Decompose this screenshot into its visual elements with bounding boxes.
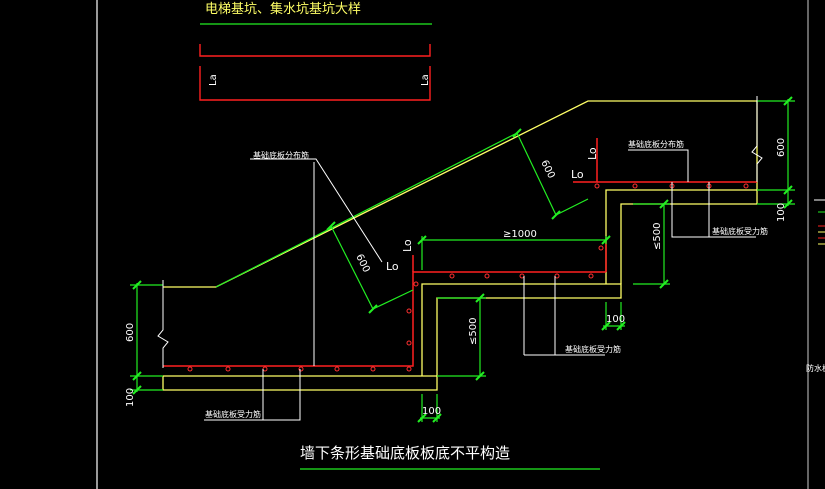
- dim-right-100: 100: [776, 203, 787, 222]
- pit-detail: 电梯基坑、集水坑基坑大样 La La: [199, 1, 432, 101]
- dim-right-600: 600: [776, 138, 787, 157]
- note-dist-bar-upper: 基础底板分布筋: [628, 139, 684, 149]
- drawing-frame: [96, 0, 809, 489]
- dimension-texts: 600 100 ≤500 600 100 ≤500 100 100 ≥1000 …: [125, 138, 787, 417]
- dim-diag-600-lower: 600: [353, 252, 371, 274]
- dim-mid-le500: ≤500: [468, 318, 479, 345]
- annotation-texts: 基础底板分布筋 基础底板分布筋 基础底板受力筋 基础底板受力筋 基础底板受力筋 …: [205, 139, 825, 419]
- dim-step-le500-right: ≤500: [652, 223, 663, 250]
- note-main-bar-mid: 基础底板受力筋: [565, 344, 621, 354]
- dim-bottom-100: 100: [422, 406, 441, 417]
- dimension-ticks: [132, 96, 793, 423]
- la-left-label: La: [208, 74, 219, 86]
- dim-ge1000: ≥1000: [503, 229, 537, 240]
- note-main-bar-bottom: 基础底板受力筋: [205, 409, 261, 419]
- pit-rebar-bottom: [199, 66, 431, 101]
- note-edge-fragment: 防水板: [806, 363, 825, 373]
- dim-upper-100: 100: [606, 314, 625, 325]
- dim-left-100: 100: [125, 388, 136, 407]
- dimension-lines: [130, 99, 795, 470]
- pit-rebar-top: [199, 44, 431, 57]
- rebar-lines: [163, 138, 757, 367]
- dim-left-600: 600: [125, 323, 136, 342]
- top-title: 电梯基坑、集水坑基坑大样: [205, 1, 361, 17]
- main-title: 墙下条形基础底板板底不平构造: [300, 444, 510, 462]
- lo-lower-vertical: Lo: [401, 239, 414, 252]
- lo-upper-horizontal: Lo: [571, 168, 584, 181]
- lo-upper-vertical: Lo: [586, 147, 599, 160]
- lo-labels: Lo Lo Lo Lo: [386, 147, 599, 273]
- note-dist-bar-left: 基础底板分布筋: [253, 150, 309, 160]
- dim-diag-600-upper: 600: [538, 158, 556, 180]
- lo-lower-horizontal: Lo: [386, 260, 399, 273]
- leader-lines: [204, 149, 756, 421]
- break-marks: [157, 96, 763, 368]
- rebar-dots: [187, 183, 749, 372]
- la-right-label: La: [420, 74, 431, 86]
- adjacent-drawing-fragment: [814, 199, 825, 245]
- note-main-bar-upper: 基础底板受力筋: [712, 226, 768, 236]
